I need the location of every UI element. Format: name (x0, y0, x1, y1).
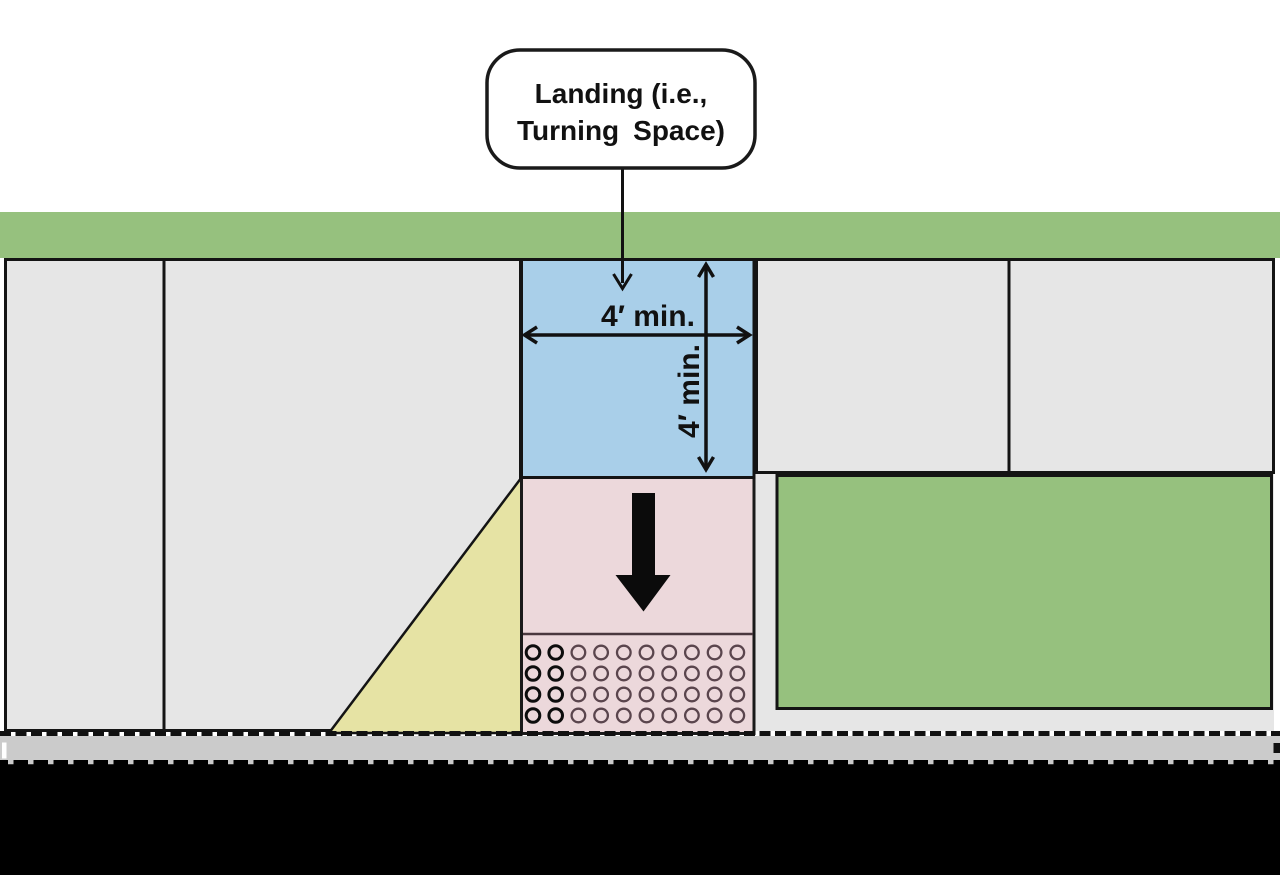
truncated-dome (524, 707, 542, 724)
callout-arrowhead-icon (612, 273, 633, 292)
truncated-dome (615, 665, 632, 682)
depth-dimension-label: 4′ min. (673, 344, 706, 438)
truncated-dome (683, 686, 700, 703)
ramp-slope-arrow-icon (615, 493, 671, 612)
callout-line-1: Landing (i.e., (535, 78, 708, 109)
truncated-dome (661, 686, 678, 703)
truncated-dome (661, 665, 678, 682)
truncated-dome (547, 644, 565, 661)
truncated-dome (570, 686, 587, 703)
detectable-warning-surface (524, 644, 746, 724)
truncated-dome (570, 707, 587, 724)
truncated-dome (729, 707, 746, 724)
truncated-dome (524, 665, 542, 682)
truncated-dome (615, 686, 632, 703)
truncated-dome (547, 707, 565, 724)
arrowhead-down-icon (696, 456, 716, 473)
curb-right-black-dash (1273, 743, 1280, 753)
truncated-dome (683, 665, 700, 682)
grass-area-right (775, 474, 1273, 710)
curb-white-dash (2, 742, 7, 759)
width-dimension-label: 4′ min. (601, 300, 695, 333)
truncated-dome (615, 644, 632, 661)
truncated-dome (638, 644, 655, 661)
truncated-dome (593, 665, 610, 682)
truncated-dome (524, 644, 542, 661)
truncated-dome (706, 665, 723, 682)
truncated-dome (593, 707, 610, 724)
sidewalk-panel-1 (4, 258, 166, 732)
truncated-dome (547, 665, 565, 682)
truncated-dome (661, 644, 678, 661)
truncated-dome (570, 644, 587, 661)
truncated-dome (683, 644, 700, 661)
truncated-dome (615, 707, 632, 724)
truncated-dome (683, 707, 700, 724)
callout-line-2: Turning Space) (517, 115, 725, 146)
truncated-dome (593, 686, 610, 703)
sidewalk-panel-4 (1007, 258, 1275, 474)
curb-strip (0, 736, 1280, 760)
depth-dimension-arrow (696, 261, 716, 473)
truncated-dome (729, 665, 746, 682)
truncated-dome (729, 686, 746, 703)
arrowhead-up-icon (696, 261, 716, 278)
truncated-dome (638, 686, 655, 703)
sidewalk-panel-3 (755, 258, 1011, 474)
roadway (0, 760, 1280, 875)
truncated-dome (638, 707, 655, 724)
landing-callout-bubble (485, 48, 757, 170)
truncated-dome (706, 686, 723, 703)
truncated-dome (729, 644, 746, 661)
arrowhead-right-icon (736, 325, 753, 345)
width-dimension-arrow (521, 325, 753, 345)
truncated-dome (593, 644, 610, 661)
arrowhead-left-icon (521, 325, 538, 345)
landing-turning-space (520, 258, 756, 479)
grass-strip-top (0, 212, 1280, 258)
truncated-dome (570, 665, 587, 682)
truncated-dome (661, 707, 678, 724)
truncated-dome (638, 665, 655, 682)
truncated-dome (524, 686, 542, 703)
truncated-dome (706, 707, 723, 724)
truncated-dome (706, 644, 723, 661)
truncated-dome (547, 686, 565, 703)
